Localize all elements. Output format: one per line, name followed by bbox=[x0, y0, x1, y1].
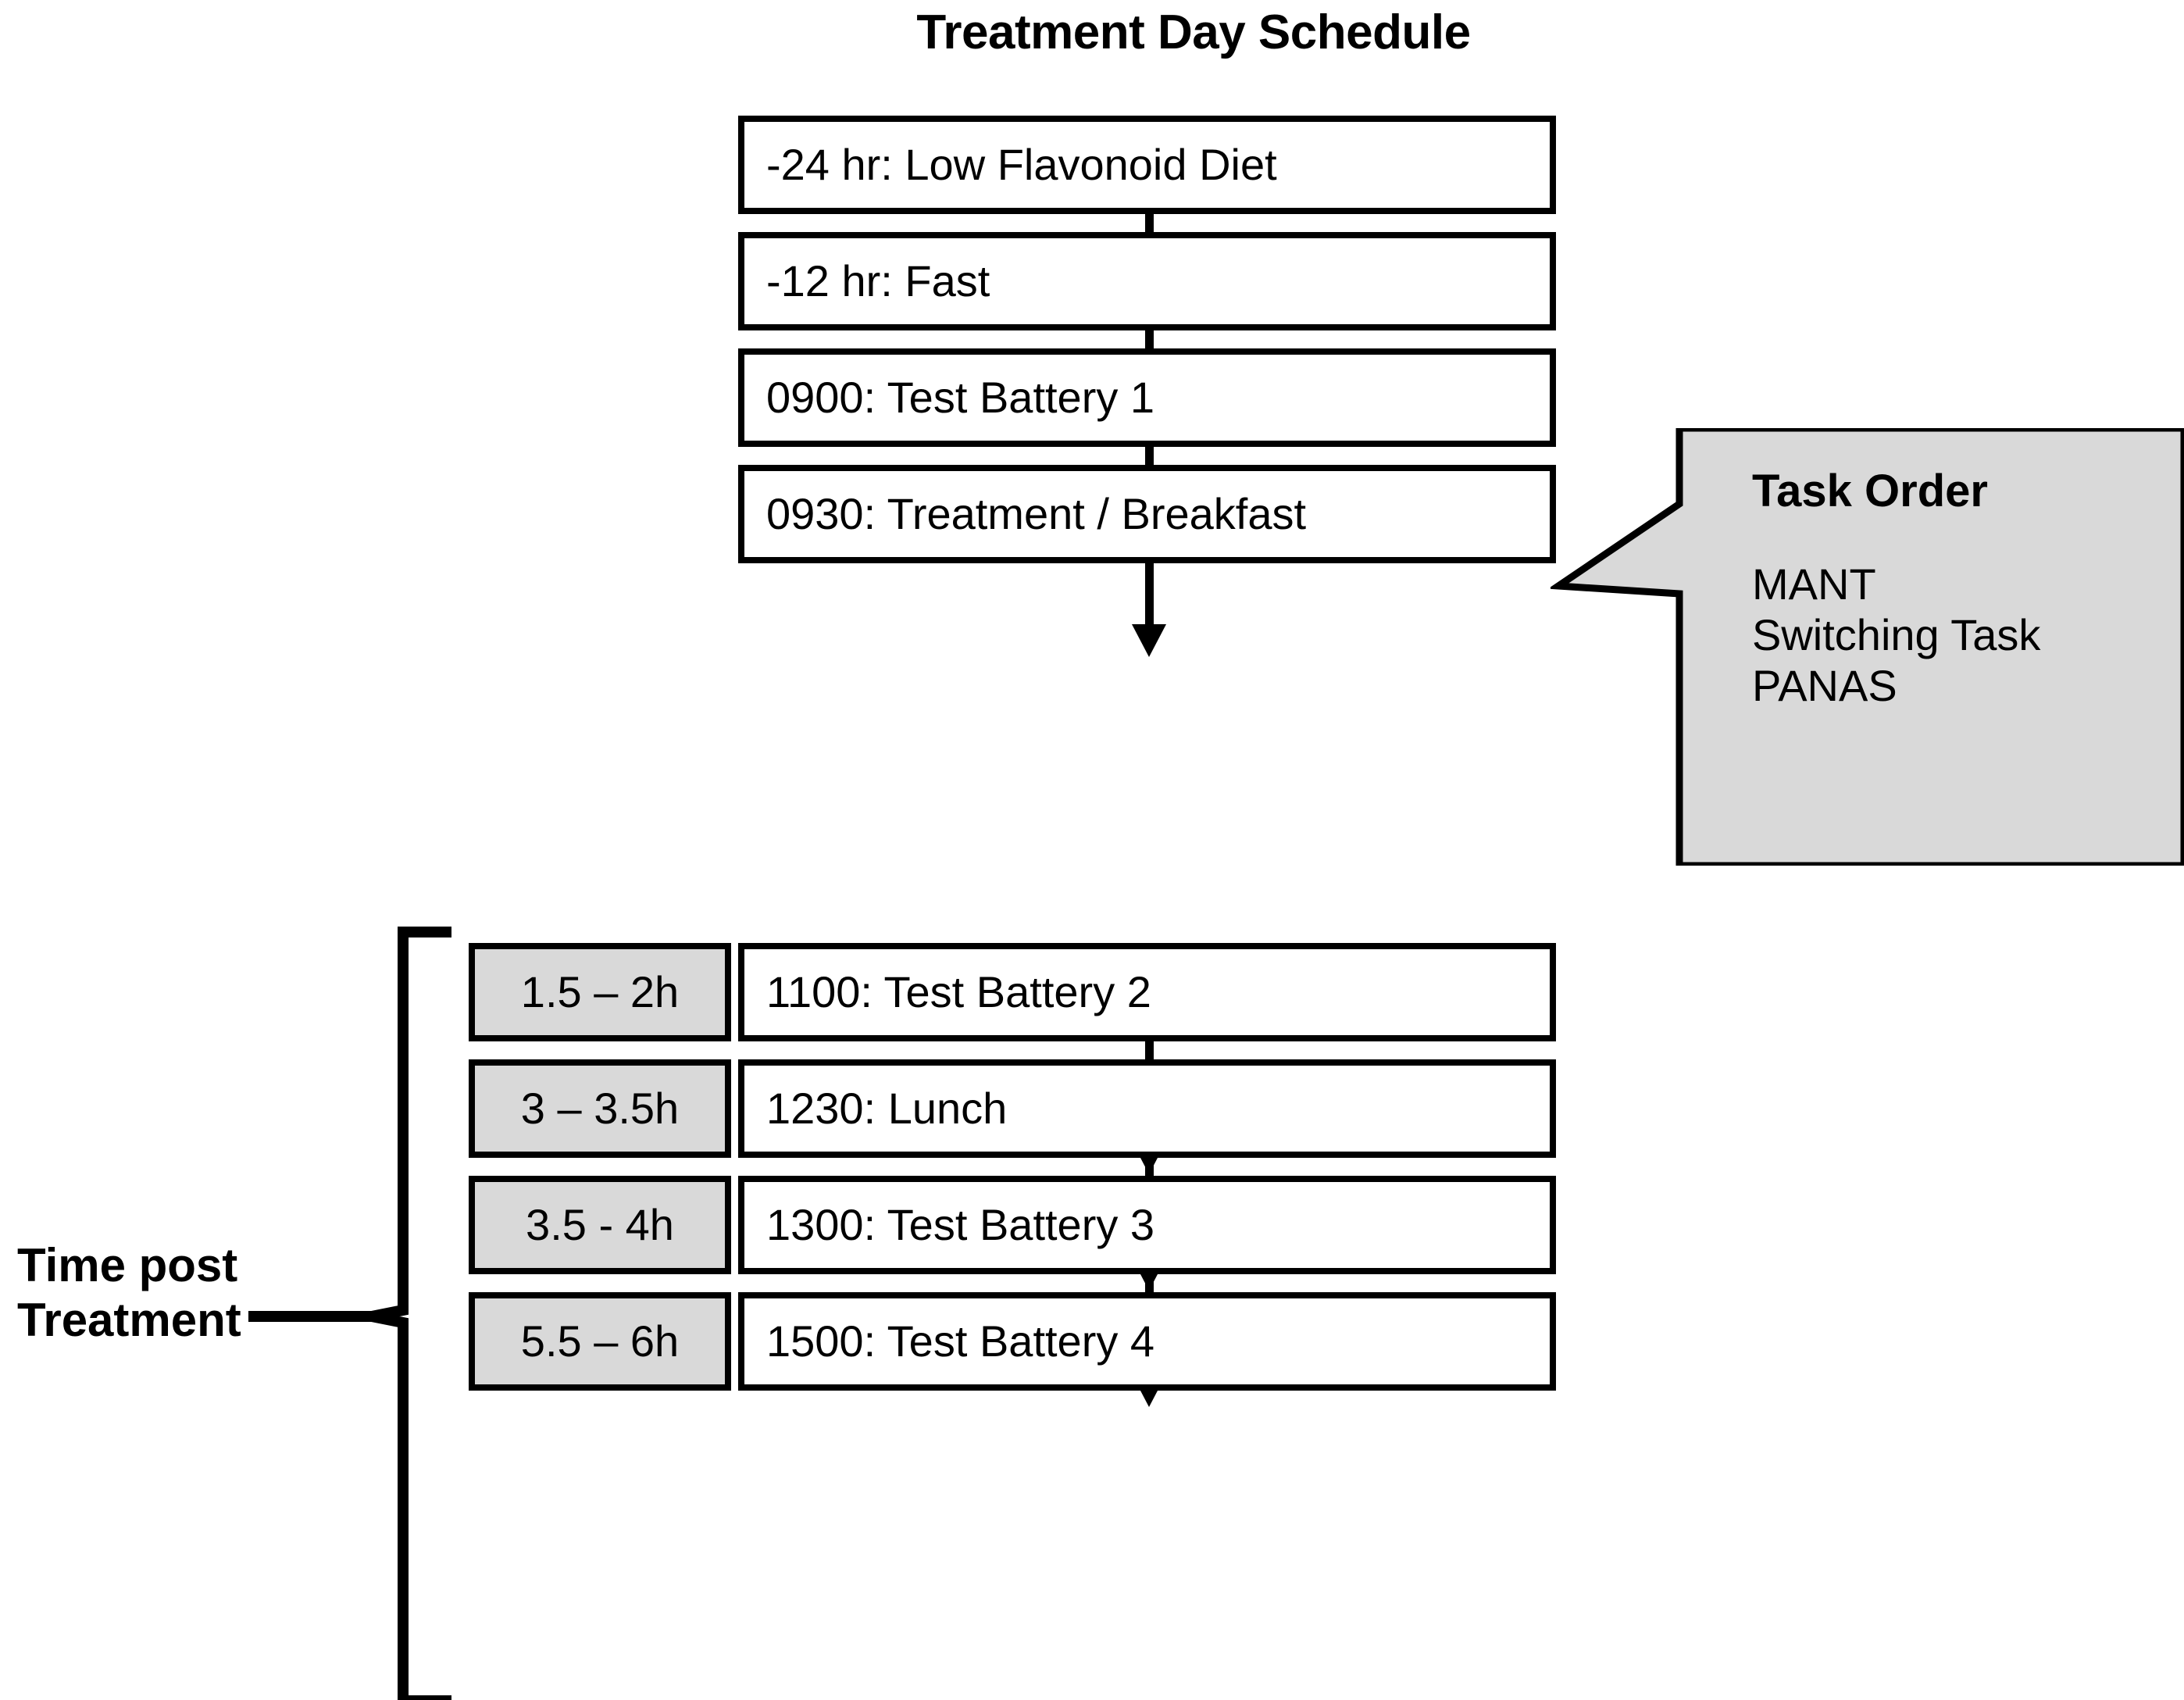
task-order-callout-shape bbox=[1547, 424, 2184, 870]
time-post-chip-3: 3.5 - 4h bbox=[469, 1176, 731, 1274]
flow-step-label: 0930: Treatment / Breakfast bbox=[766, 489, 1307, 538]
time-post-label: 5.5 – 6h bbox=[520, 1316, 680, 1366]
arrow-stem bbox=[1145, 563, 1154, 626]
flow-step-label: 1230: Lunch bbox=[766, 1084, 1008, 1133]
flow-step-box-7[interactable]: 1300: Test Battery 3 bbox=[738, 1176, 1556, 1274]
flow-step-box-8[interactable]: 1500: Test Battery 4 bbox=[738, 1292, 1556, 1391]
connector-arrow-4 bbox=[1132, 563, 1166, 657]
time-post-treatment-label: Time post Treatment bbox=[17, 1238, 345, 1347]
flow-step-box-6[interactable]: 1230: Lunch bbox=[738, 1059, 1556, 1158]
flow-step-box-5[interactable]: 1100: Test Battery 2 bbox=[738, 943, 1556, 1041]
time-post-label: 3 – 3.5h bbox=[520, 1084, 680, 1133]
callout-item-1: MANT bbox=[1752, 559, 1876, 609]
page-title: Treatment Day Schedule bbox=[916, 5, 1471, 59]
flow-step-label: -12 hr: Fast bbox=[766, 256, 990, 305]
time-post-treatment-brace bbox=[319, 926, 461, 1700]
flow-step-box-4[interactable]: 0930: Treatment / Breakfast bbox=[738, 465, 1556, 563]
flow-step-label: 1300: Test Battery 3 bbox=[766, 1200, 1155, 1249]
flow-step-box-1[interactable]: -24 hr: Low Flavonoid Diet bbox=[738, 116, 1556, 214]
brace-label-line-2: Treatment bbox=[17, 1293, 241, 1346]
callout-item-3: PANAS bbox=[1752, 660, 1897, 710]
callout-title: Task Order bbox=[1752, 466, 1988, 516]
time-post-chip-1: 1.5 – 2h bbox=[469, 943, 731, 1041]
time-post-chip-4: 5.5 – 6h bbox=[469, 1292, 731, 1391]
flow-step-box-2[interactable]: -12 hr: Fast bbox=[738, 232, 1556, 330]
time-post-label: 3.5 - 4h bbox=[526, 1200, 674, 1249]
flow-step-label: 0900: Test Battery 1 bbox=[766, 373, 1155, 422]
time-post-chip-2: 3 – 3.5h bbox=[469, 1059, 731, 1158]
flow-step-label: 1100: Test Battery 2 bbox=[766, 967, 1151, 1016]
brace-label-line-1: Time post bbox=[17, 1239, 238, 1291]
callout-item-2: Switching Task bbox=[1752, 609, 2041, 659]
brace-connector-line bbox=[248, 1311, 373, 1322]
time-post-label: 1.5 – 2h bbox=[520, 967, 680, 1016]
flow-step-label: -24 hr: Low Flavonoid Diet bbox=[766, 140, 1277, 189]
task-order-callout: Task Order MANT Switching Task PANAS bbox=[1752, 469, 2166, 712]
arrow-head-icon bbox=[1132, 624, 1166, 657]
flow-step-box-3[interactable]: 0900: Test Battery 1 bbox=[738, 348, 1556, 447]
flow-step-label: 1500: Test Battery 4 bbox=[766, 1316, 1155, 1366]
